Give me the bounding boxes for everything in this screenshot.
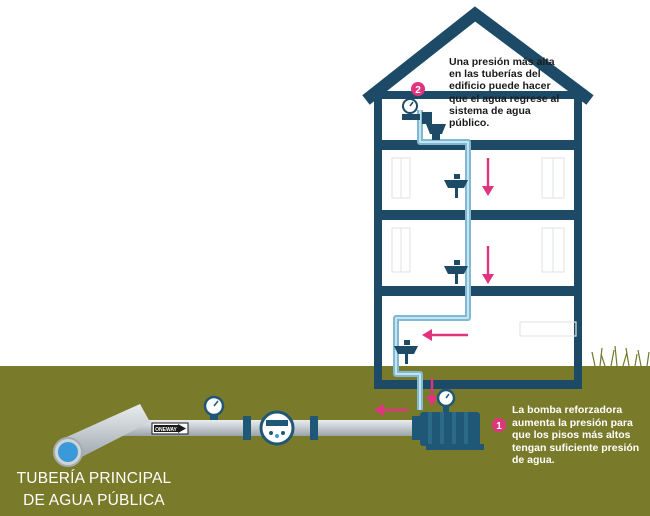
booster-pump-icon (420, 388, 484, 450)
arrow-left-floor1-icon (422, 329, 468, 341)
public-main-label-line2: DE AGUA PÚBLICA (23, 492, 165, 509)
building-pipe-highlight (395, 110, 469, 410)
backflow-note: Una presión más alta en las tuberías del… (449, 56, 560, 130)
arrow-down-floor2-icon (482, 246, 494, 284)
house (362, 6, 594, 389)
gauge-top-icon (402, 98, 420, 120)
sink-icon-floor3 (444, 174, 468, 198)
grass (591, 345, 650, 367)
flow-arrows (374, 158, 494, 416)
step-badge-1-number: 1 (496, 421, 502, 432)
oneway-sign (151, 422, 189, 435)
public-main-pipe (53, 404, 150, 467)
sink-icon-floor1 (394, 340, 418, 364)
water-meter-icon (259, 410, 295, 446)
sink-icon-floor2 (444, 260, 468, 284)
oneway-sign-label: ONEWAY (155, 427, 177, 433)
arrow-down-floor3-icon (482, 158, 494, 196)
arrow-down-pump-icon (426, 378, 438, 406)
windows (391, 157, 577, 337)
step-badge-2-number: 2 (415, 85, 421, 96)
step-badge-1 (492, 418, 506, 432)
toilet-icon (422, 112, 446, 140)
step-badge-2 (411, 82, 425, 96)
public-main-label-line1: TUBERÍA PRINCIPAL (16, 470, 172, 487)
gauge-pipe-icon (203, 395, 225, 420)
ground (0, 366, 650, 516)
arrow-left-pipe-icon (374, 404, 408, 416)
booster-pump-note: La bomba reforzadora aumenta la presión … (512, 404, 640, 467)
public-main-label: TUBERÍA PRINCIPAL DE AGUA PÚBLICA (4, 468, 184, 512)
